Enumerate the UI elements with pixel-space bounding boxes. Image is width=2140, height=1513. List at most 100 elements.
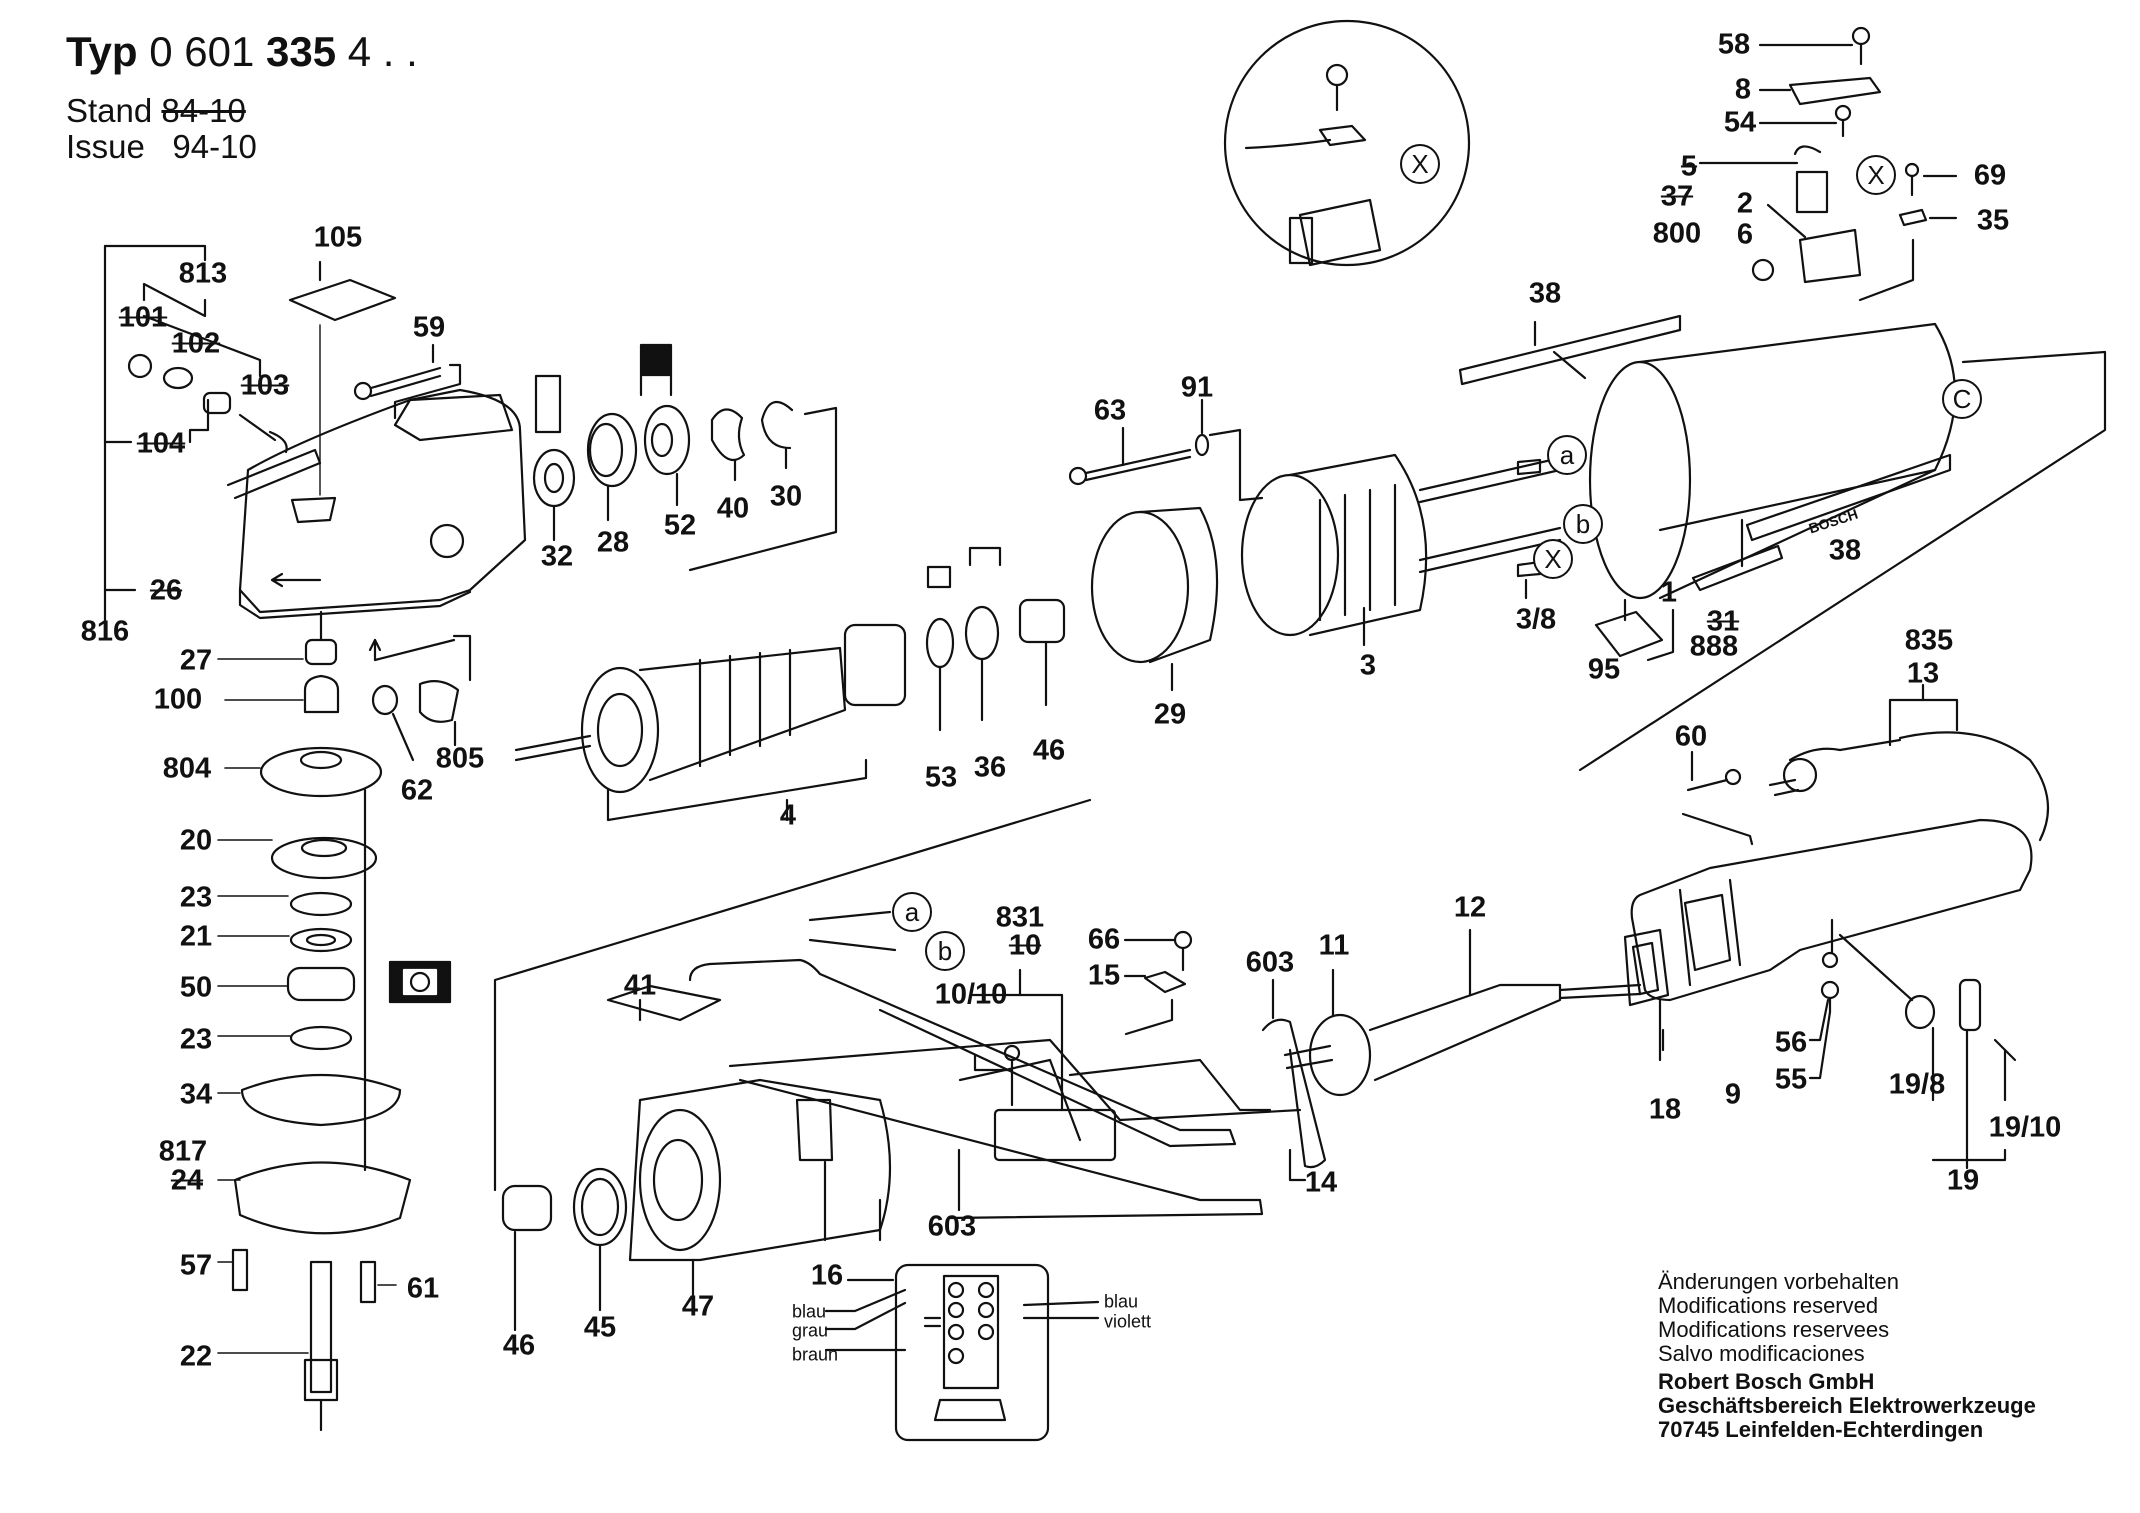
callout-62: 62 <box>400 774 434 807</box>
issue-line: Issue 94-10 <box>66 128 257 166</box>
type-number-prefix: 0 601 <box>149 28 255 75</box>
callout-45: 45 <box>583 1311 617 1344</box>
callout-35: 35 <box>1976 204 2010 237</box>
callout-805: 805 <box>435 742 485 775</box>
footer-line: Modifications reservees <box>1658 1317 1890 1342</box>
callout-69: 69 <box>1973 159 2007 192</box>
callout-60: 60 <box>1674 720 1708 753</box>
callout-40: 40 <box>716 492 750 525</box>
callout-103: 103 <box>240 369 290 402</box>
callout-104: 104 <box>136 427 186 460</box>
callout-888: 888 <box>1689 630 1739 663</box>
callout-41: 41 <box>623 969 657 1002</box>
callout-13: 13 <box>1906 657 1940 690</box>
wiring-diagram-inset <box>824 1263 1100 1442</box>
issue-value: 94-10 <box>172 128 257 165</box>
footer-division: Geschäftsbereich Elektrowerkzeuge <box>1658 1393 2036 1418</box>
reference-marker-wire-b: b <box>925 931 965 971</box>
armature-part <box>514 623 907 822</box>
wire-label-blau-right: blau <box>1104 1291 1139 1312</box>
callout-100: 100 <box>153 683 203 716</box>
callout-10: 10 <box>1008 929 1042 962</box>
wiring-harness <box>688 910 1302 1220</box>
type-number-suffix: 4 . . <box>347 28 418 75</box>
callout-603a: 603 <box>1245 946 1295 979</box>
callout-4: 4 <box>779 799 797 832</box>
callout-58: 58 <box>1717 28 1751 61</box>
stand-line: Stand 84-10 <box>66 92 246 130</box>
reference-marker-stator-b: b <box>1563 504 1603 544</box>
screw-59 <box>353 343 462 420</box>
callout-12: 12 <box>1453 891 1487 924</box>
callout-95: 95 <box>1587 653 1621 686</box>
callout-835: 835 <box>1904 624 1954 657</box>
callout-31: 31 <box>1706 605 1740 638</box>
reference-marker-inset-x: X <box>1400 144 1440 184</box>
callout-813: 813 <box>178 257 228 290</box>
callout-816: 816 <box>80 615 130 648</box>
wire-label-violett: violett <box>1104 1311 1152 1332</box>
callout-24: 24 <box>170 1164 204 1197</box>
gear-callout-leaders <box>217 658 397 1354</box>
lock-button-parts <box>127 353 288 454</box>
callout-54: 54 <box>1723 106 1757 139</box>
reference-marker-stator-x: X <box>1533 539 1573 579</box>
callout-47: 47 <box>681 1290 715 1323</box>
callout-52: 52 <box>663 509 697 542</box>
footer-company: Robert Bosch GmbH <box>1658 1369 1875 1394</box>
brush-detail-inset <box>1223 19 1471 267</box>
cable-and-grommet <box>1261 928 1642 1182</box>
brush-holder-assembly <box>1698 26 1958 302</box>
type-title: Typ 0 601 335 4 . . <box>66 28 418 76</box>
wire-label-braun: braun <box>792 1344 839 1365</box>
callout-9: 9 <box>1724 1078 1742 1111</box>
callout-23a: 23 <box>179 881 213 914</box>
callout-66: 66 <box>1087 923 1121 956</box>
footer-line: Salvo modificaciones <box>1658 1341 1865 1366</box>
bearing-cluster <box>532 343 838 572</box>
callout-91: 91 <box>1180 371 1214 404</box>
callout-29: 29 <box>1153 698 1187 731</box>
callout-102: 102 <box>171 327 221 360</box>
callout-831: 831 <box>995 901 1045 934</box>
callout-817: 817 <box>158 1135 208 1168</box>
footer-line: Änderungen vorbehalten <box>1658 1269 1899 1294</box>
wire-label-blau-left: blau <box>792 1301 827 1322</box>
handle-assembly <box>1623 683 2050 1170</box>
reference-marker-wire-a: a <box>892 892 932 932</box>
callout-5: 5 <box>1680 150 1698 183</box>
callout-38b: 38 <box>1828 534 1862 567</box>
callout-30: 30 <box>769 480 803 513</box>
gear-train-parts <box>231 610 472 1432</box>
callout-800: 800 <box>1652 217 1702 250</box>
callout-101: 101 <box>118 301 168 334</box>
callout-38a: 38 <box>1528 277 1562 310</box>
callout-26: 26 <box>149 574 183 607</box>
stand-value: 84-10 <box>161 92 246 129</box>
callout-34: 34 <box>179 1078 213 1111</box>
callout-10-10: 10/10 <box>934 978 1008 1011</box>
callout-28: 28 <box>596 526 630 559</box>
callout-20: 20 <box>179 824 213 857</box>
callout-6: 6 <box>1736 218 1754 251</box>
callout-15: 15 <box>1087 959 1121 992</box>
reference-marker-stator-a: a <box>1547 435 1587 475</box>
callout-19-8: 19/8 <box>1888 1068 1946 1101</box>
footer-address: 70745 Leinfelden-Echterdingen <box>1658 1417 1984 1442</box>
callout-804: 804 <box>162 752 212 785</box>
wire-label-grau: grau <box>792 1320 829 1341</box>
callout-8: 8 <box>1734 73 1752 106</box>
gear-head-housing-part <box>226 388 527 620</box>
callout-23b: 23 <box>179 1023 213 1056</box>
callout-46b: 46 <box>502 1329 536 1362</box>
callout-36: 36 <box>973 751 1007 784</box>
reference-marker-housing-c: C <box>1942 379 1982 419</box>
callout-105: 105 <box>313 221 363 254</box>
callout-3-8: 3/8 <box>1515 603 1557 636</box>
field-stator-part <box>1240 453 1562 647</box>
callout-16: 16 <box>810 1259 844 1292</box>
issue-label: Issue <box>66 128 145 165</box>
callout-57: 57 <box>179 1249 213 1282</box>
callout-53: 53 <box>924 761 958 794</box>
